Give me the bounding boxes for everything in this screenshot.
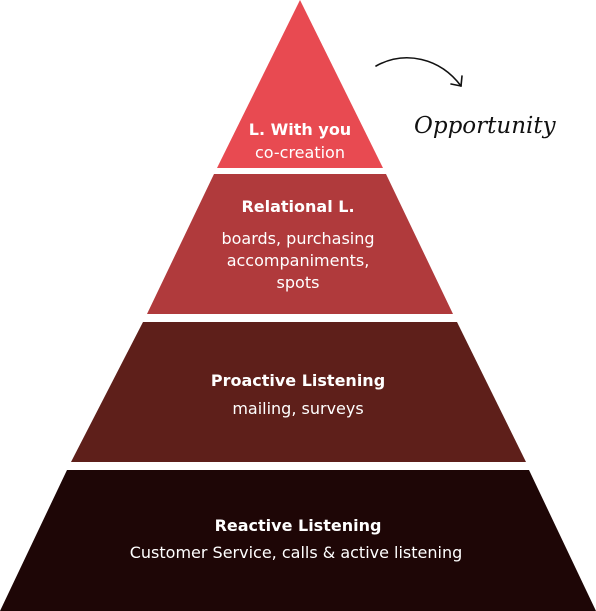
tier-with-you-title: L. With you xyxy=(249,120,351,139)
tier-with-you-desc-line-1: co-creation xyxy=(255,143,345,162)
tier-proactive: Proactive Listening mailing, surveys xyxy=(71,322,526,462)
tier-relational-desc-line-1: boards, purchasing xyxy=(221,229,374,248)
tier-reactive-title: Reactive Listening xyxy=(215,516,382,535)
curved-arrow-icon xyxy=(375,57,463,87)
opportunity-annotation: Opportunity xyxy=(375,57,557,139)
tier-relational: Relational L. boards, purchasing accompa… xyxy=(147,174,453,314)
tier-relational-desc-line-2: accompaniments, xyxy=(227,251,370,270)
tier-reactive: Reactive Listening Customer Service, cal… xyxy=(0,470,596,611)
tier-relational-shape xyxy=(147,174,453,314)
tier-proactive-desc-line-1: mailing, surveys xyxy=(232,399,363,418)
tier-reactive-shape xyxy=(0,470,596,611)
tier-relational-desc-line-3: spots xyxy=(277,273,320,292)
tier-with-you: L. With you co-creation xyxy=(217,0,383,168)
tier-reactive-desc-line-1: Customer Service, calls & active listeni… xyxy=(130,543,463,562)
tier-proactive-shape xyxy=(71,322,526,462)
tier-with-you-shape xyxy=(217,0,383,168)
opportunity-label: Opportunity xyxy=(414,113,557,139)
tier-proactive-title: Proactive Listening xyxy=(211,371,385,390)
tier-relational-title: Relational L. xyxy=(241,197,354,216)
